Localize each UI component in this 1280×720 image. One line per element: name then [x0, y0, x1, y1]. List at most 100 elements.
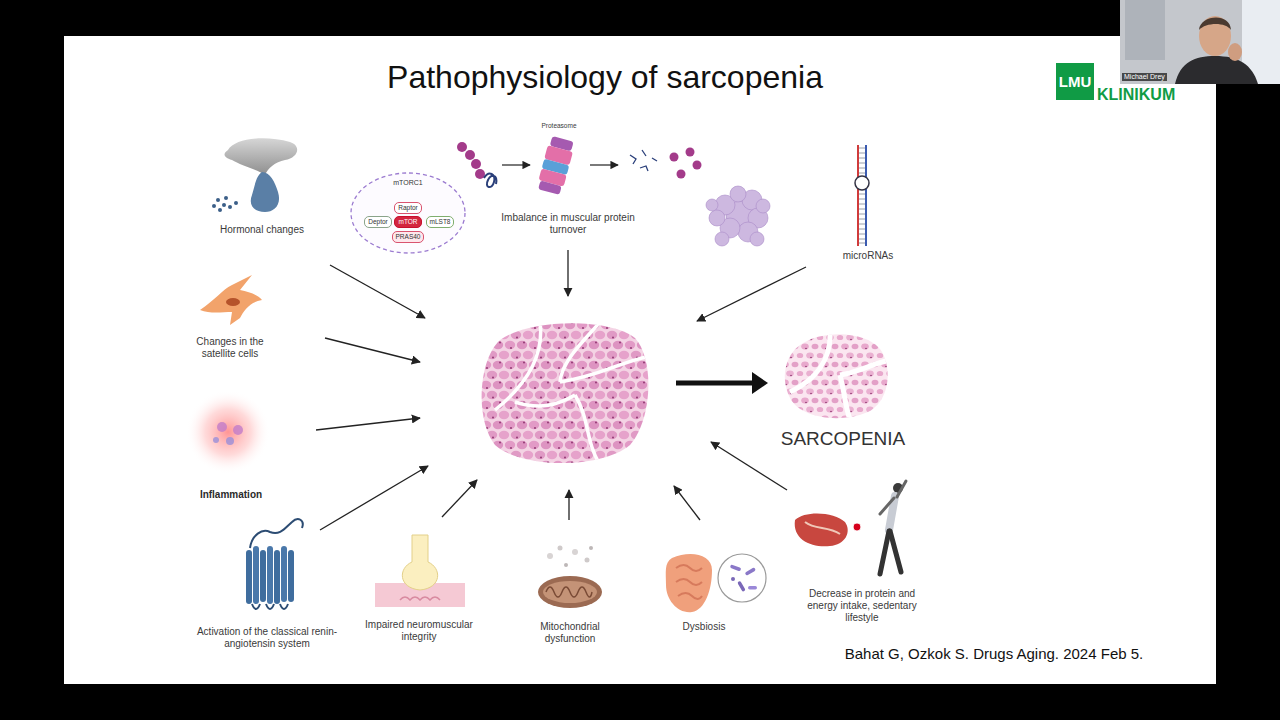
factor-label: Dysbiosis: [654, 621, 754, 633]
webcam-overlay: [1125, 0, 1165, 60]
main-arrow: [676, 372, 768, 394]
microrna-icon: [855, 145, 869, 246]
neuromuscular-icon: [375, 535, 465, 607]
subunit-name: PRAS40: [396, 233, 421, 241]
factor-arrow: [674, 486, 700, 520]
receptor-icon: [246, 550, 252, 604]
inflammation-icon: [186, 390, 270, 474]
webcam-overlay: [1228, 43, 1242, 61]
neuromuscular-icon: [402, 535, 437, 590]
mitochondrion-icon: [572, 549, 578, 555]
webcam-overlay: [1175, 56, 1258, 84]
subunit-name: mTOR: [398, 218, 417, 226]
factor-arrow: [711, 442, 787, 490]
factor-arrow: [330, 265, 425, 318]
factor-label: Decrease in protein and energy intake, s…: [798, 588, 926, 624]
subunit-name: Raptor: [398, 204, 418, 212]
factor-arrow: [567, 250, 568, 296]
gut-icon: [745, 567, 756, 576]
proteasome-illustration: [677, 170, 686, 179]
factor-arrow: [320, 466, 428, 530]
logo-mark: LMU: [1056, 63, 1094, 100]
gut-icon: [666, 554, 712, 612]
protein-aggregate: [706, 199, 718, 211]
inflammation-icon: [186, 390, 270, 474]
microrna-icon: [865, 189, 867, 246]
webcam-overlay: [1120, 0, 1280, 84]
outcome-label: SARCOPENIA: [753, 428, 933, 451]
satellite-cell-icon: [200, 275, 262, 325]
gut-icon: [748, 586, 757, 590]
proteasome-illustration: [471, 159, 481, 169]
subunit-pill: mTOR: [394, 216, 421, 228]
factor-arrow: [697, 267, 806, 321]
receptor-icon: [260, 550, 266, 602]
lifestyle-icon: [795, 481, 906, 574]
protein-aggregate: [706, 186, 770, 246]
logo-text: KLINIKUM: [1097, 85, 1175, 104]
gut-icon: [666, 554, 766, 612]
hormone-icon: [228, 205, 232, 209]
mitochondrion-icon: [564, 563, 568, 567]
receptor-icon: [252, 604, 288, 609]
inflammation-icon: [217, 422, 227, 432]
webcam-overlay: [1120, 0, 1280, 84]
inflammation-icon: [213, 437, 219, 443]
factor-label: Inflammation: [171, 489, 291, 501]
receptor-icon: [253, 546, 259, 604]
inflammation-icon: [226, 437, 234, 445]
main-arrow: [752, 372, 768, 394]
complex-outline: mTORC1RaptorDeptor mTOR mLST8PRAS40: [349, 171, 467, 255]
receptor-icon: [246, 519, 303, 609]
microrna-icon: [857, 145, 859, 177]
subunit-pill: PRAS40: [392, 231, 425, 243]
muscle-cross-section: [482, 323, 649, 463]
slide-background: [64, 36, 1216, 684]
factor-label: Impaired neuromuscular integrity: [354, 619, 484, 643]
proteasome-illustration: [484, 174, 496, 187]
proteasome-illustration: [590, 164, 618, 165]
mitochondrion-icon: [538, 576, 602, 608]
factor-label: Changes in the satellite cells: [185, 336, 275, 360]
receptor-icon: [267, 546, 273, 604]
mitochondrion-icon: [558, 546, 563, 551]
hormone-icon: [212, 138, 297, 212]
lifestyle-icon: [880, 531, 889, 574]
sarcopenic-muscle: [840, 360, 892, 375]
protein-aggregate: [730, 186, 746, 202]
muscle-cross-section: [575, 395, 600, 465]
lifestyle-icon: [890, 531, 901, 572]
muscle-cross-section: [560, 356, 650, 382]
complex-name: mTORC1: [349, 171, 467, 187]
subunit-pill: mLST8: [426, 216, 455, 228]
sarcopenic-muscle: [790, 330, 892, 420]
neuromuscular-icon: [400, 597, 440, 600]
microrna-icon: [865, 145, 867, 177]
factor-label: Mitochondrial dysfunction: [525, 621, 615, 645]
gut-icon: [718, 554, 766, 602]
mitochondrion-icon: [543, 581, 597, 603]
citation: Bahat G, Ozkok S. Drugs Aging. 2024 Feb …: [794, 645, 1194, 663]
subunit-name: Deptor: [368, 218, 388, 226]
muscle-cross-section: [560, 322, 600, 382]
receptor-icon: [288, 550, 294, 602]
mitochondrion-icon: [546, 587, 592, 597]
receptor-icon: [250, 519, 303, 548]
structure-label: Proteasome: [519, 122, 599, 130]
lifestyle-icon: [795, 513, 848, 546]
factor-arrow: [316, 250, 806, 530]
hormone-icon: [222, 203, 226, 207]
proteasome-illustration: [686, 148, 695, 157]
sarcopenic-muscle: [785, 330, 892, 420]
hormone-icon: [225, 138, 298, 175]
subunit-pill: Deptor: [364, 216, 392, 228]
protein-aggregate: [750, 232, 764, 246]
gut-icon: [731, 577, 735, 581]
protein-aggregate: [709, 210, 725, 226]
factor-label: Imbalance in muscular protein turnover: [488, 212, 648, 236]
proteasome-illustration: [693, 161, 702, 170]
proteasome-illustration: [465, 150, 475, 160]
main-arrow: [676, 381, 754, 386]
